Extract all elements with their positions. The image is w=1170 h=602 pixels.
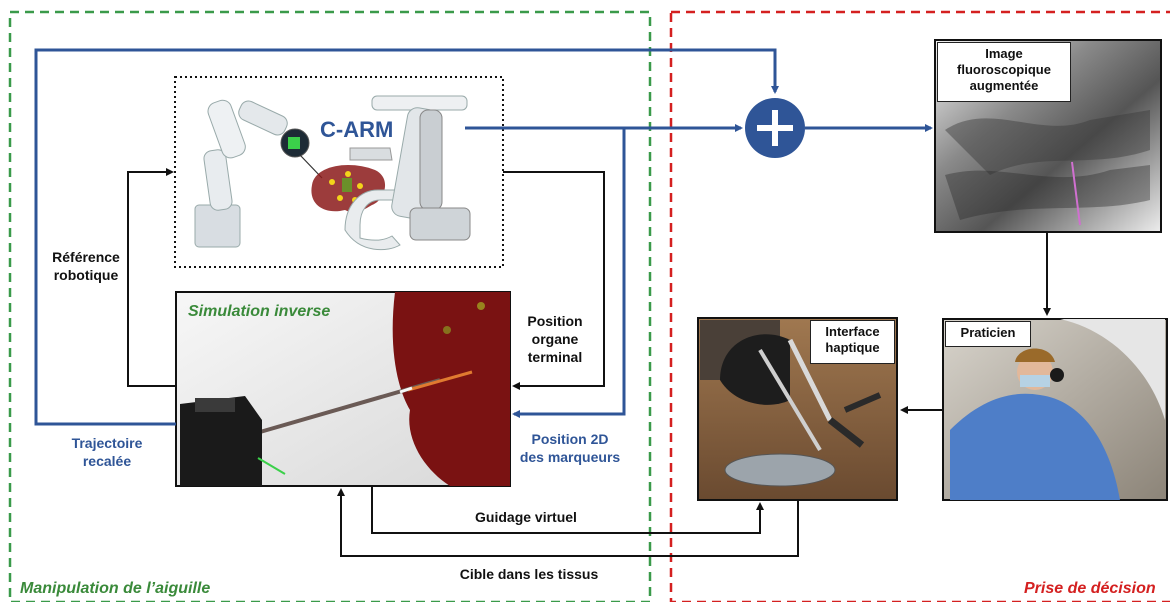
trajectoire-label: Trajectoire recalée <box>71 435 143 469</box>
robot-arm-illustration <box>194 99 323 248</box>
reference-robotique-label: Référence robotique <box>52 249 120 283</box>
right-section-title: Prise de décision <box>1024 580 1156 597</box>
image-label: Image fluoroscopique augmentée <box>937 42 1071 102</box>
trajectoire-loop-line <box>34 48 779 426</box>
praticien-label: Praticien <box>945 321 1031 347</box>
interface-label: Interface haptique <box>810 320 895 364</box>
guidage-label: Guidage virtuel <box>475 509 577 525</box>
position-organe-label: Position organe terminal <box>527 313 583 365</box>
position-2d-line <box>512 128 626 418</box>
left-section-frame <box>8 10 652 602</box>
carm-label: C-ARM <box>320 117 394 142</box>
guidage-virtuel-line <box>371 486 764 534</box>
reference-robotique-line <box>127 168 176 387</box>
cible-tissus-line <box>337 488 799 557</box>
position-organe-line <box>503 171 605 390</box>
simulation-label: Simulation inverse <box>188 303 331 320</box>
position-2d-label: Position 2D des marqueurs <box>519 431 621 465</box>
carm-machine-illustration <box>344 95 471 251</box>
simulation-illustration <box>175 291 511 487</box>
practitioner-photo <box>942 318 1168 501</box>
left-section-title: Manipulation de l’aiguille <box>20 580 211 597</box>
cible-label: Cible dans les tissus <box>459 566 599 582</box>
right-section-frame <box>669 10 1170 602</box>
